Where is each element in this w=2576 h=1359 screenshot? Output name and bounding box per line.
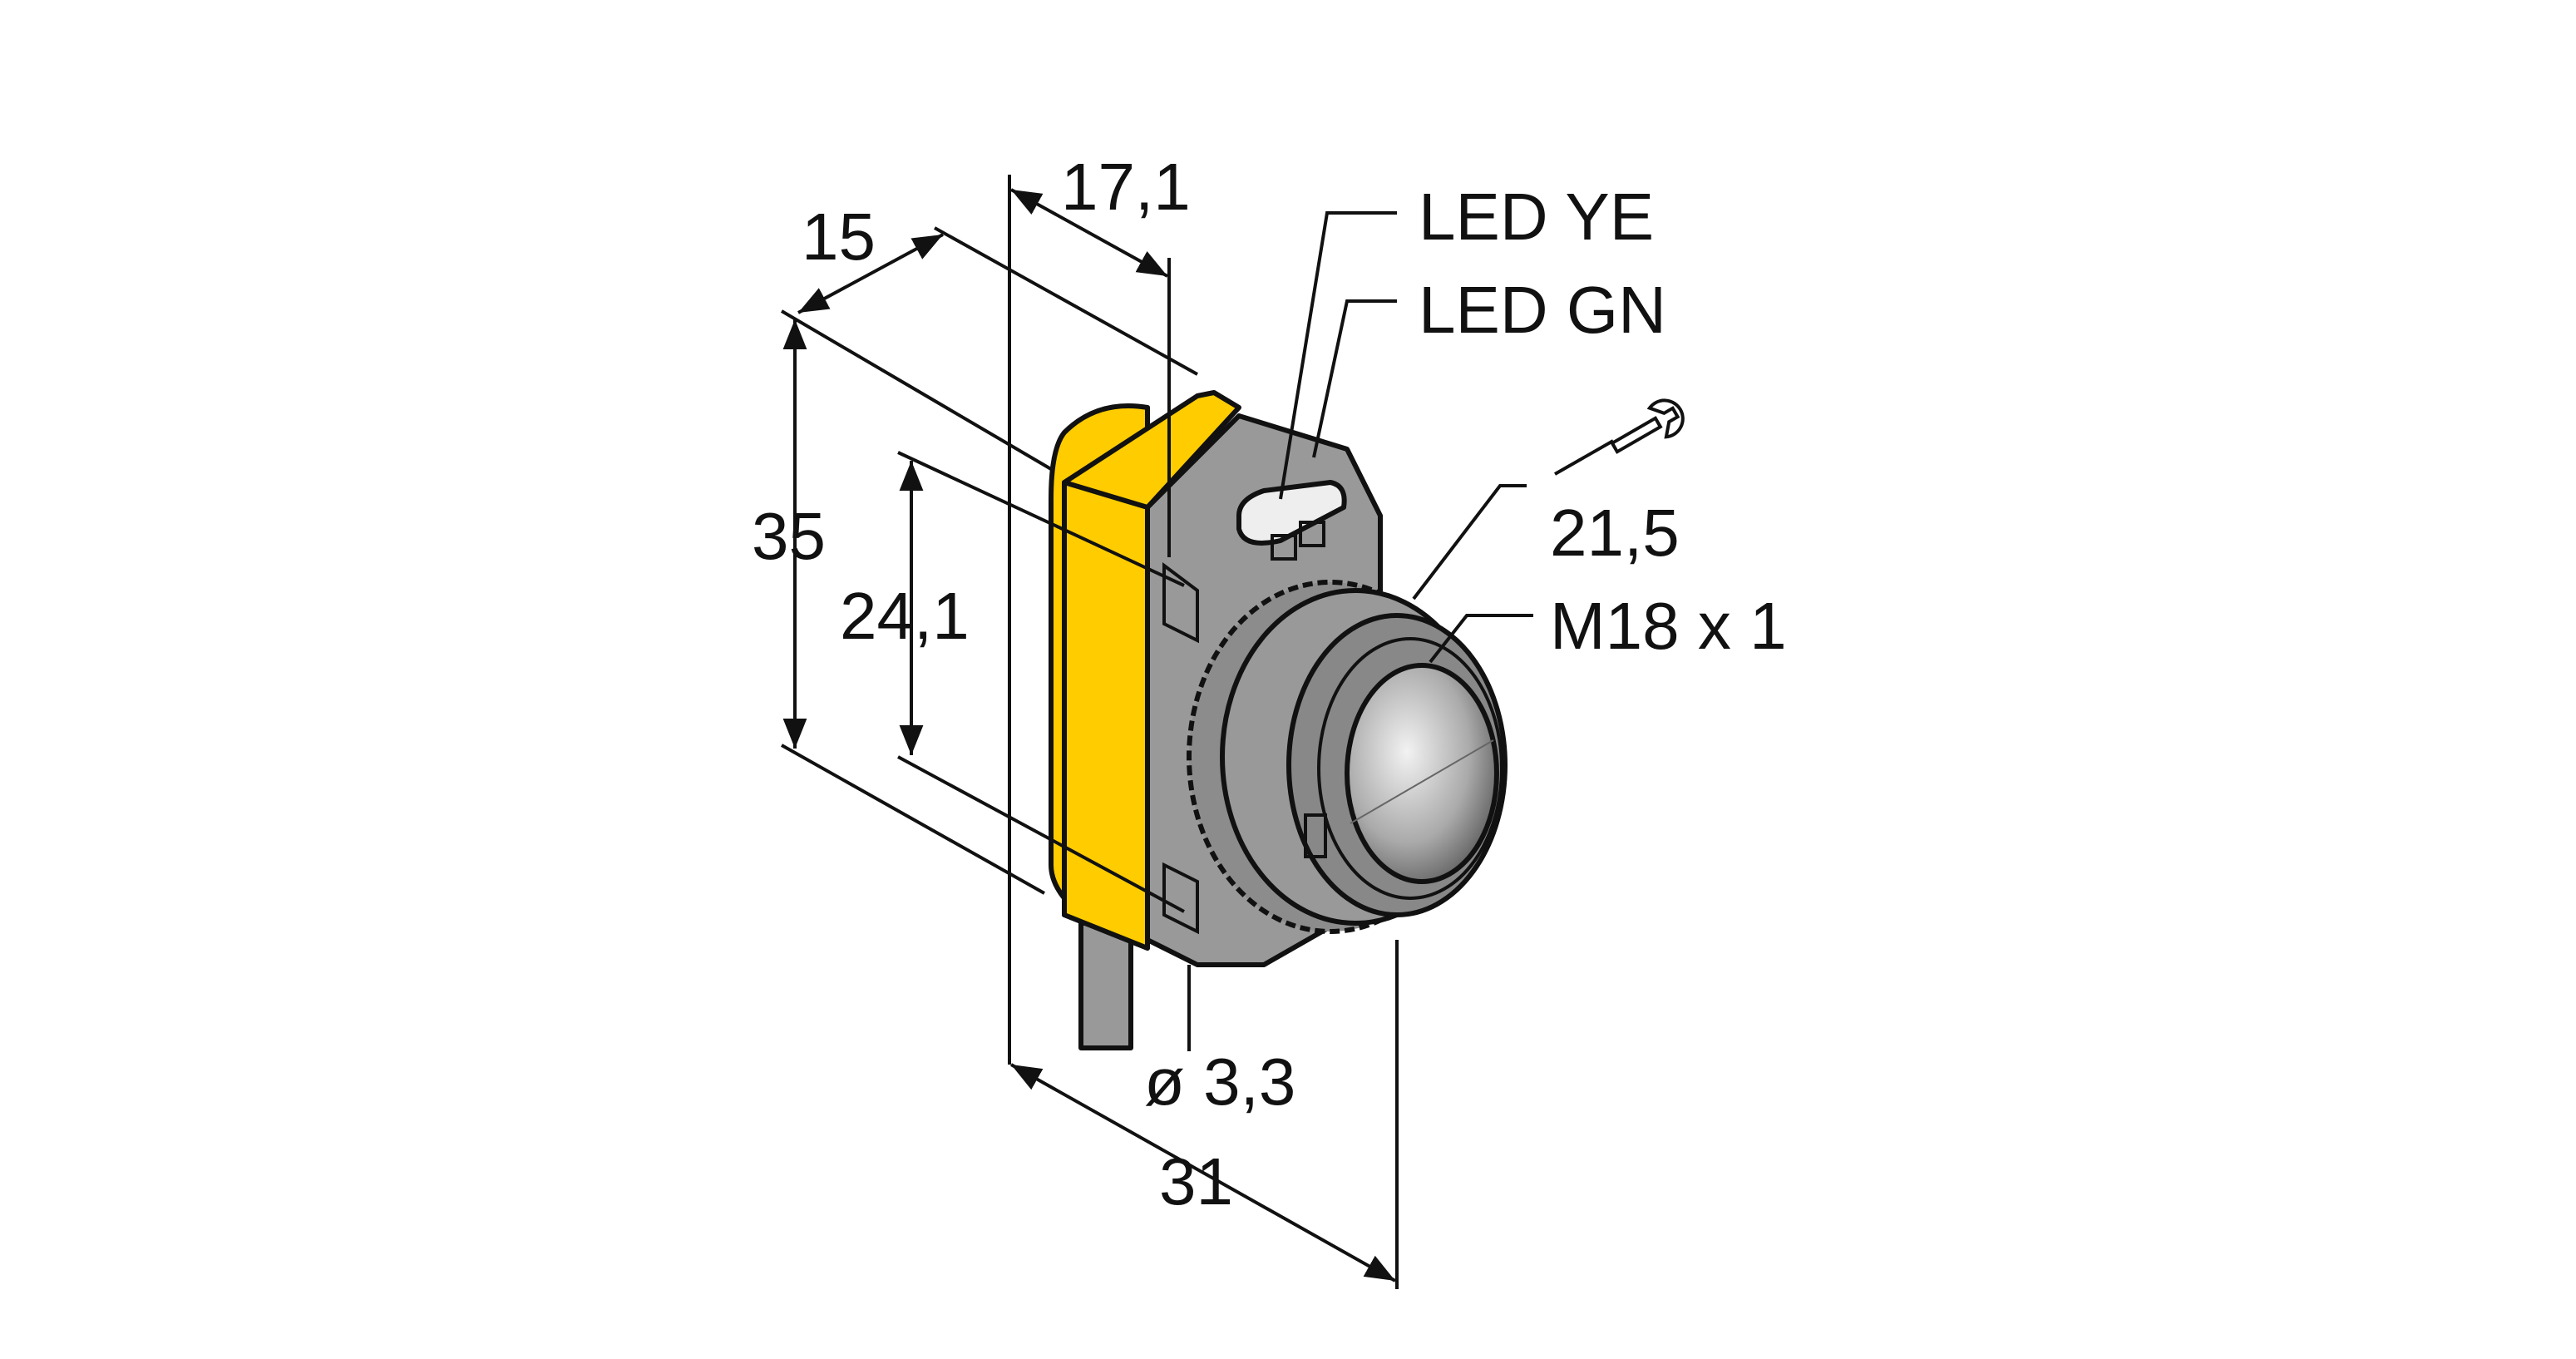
dim-depth-15: 15 (802, 200, 876, 274)
label-led-gn: LED GN (1419, 273, 1666, 347)
dim-cable-diameter: ø 3,3 (1144, 1045, 1295, 1119)
cable (1078, 921, 1133, 1050)
sensor-illustration (1049, 390, 1508, 1050)
dim-width-17-1: 17,1 (1061, 150, 1191, 224)
wrench-icon (1610, 398, 1685, 454)
led-green-indicator (1299, 521, 1325, 547)
dim-wrench-21-5: 21,5 (1550, 496, 1680, 570)
dimension-lines (780, 175, 1614, 1289)
label-led-ye: LED YE (1419, 180, 1654, 254)
dim-length-31: 31 (1159, 1144, 1233, 1218)
lens (1345, 663, 1499, 884)
led-yellow-indicator (1271, 534, 1297, 561)
dim-thread-m18: M18 x 1 (1550, 589, 1787, 663)
dim-height-35: 35 (752, 499, 826, 573)
led-window (1236, 480, 1347, 561)
dim-height-24-1: 24,1 (840, 579, 970, 653)
